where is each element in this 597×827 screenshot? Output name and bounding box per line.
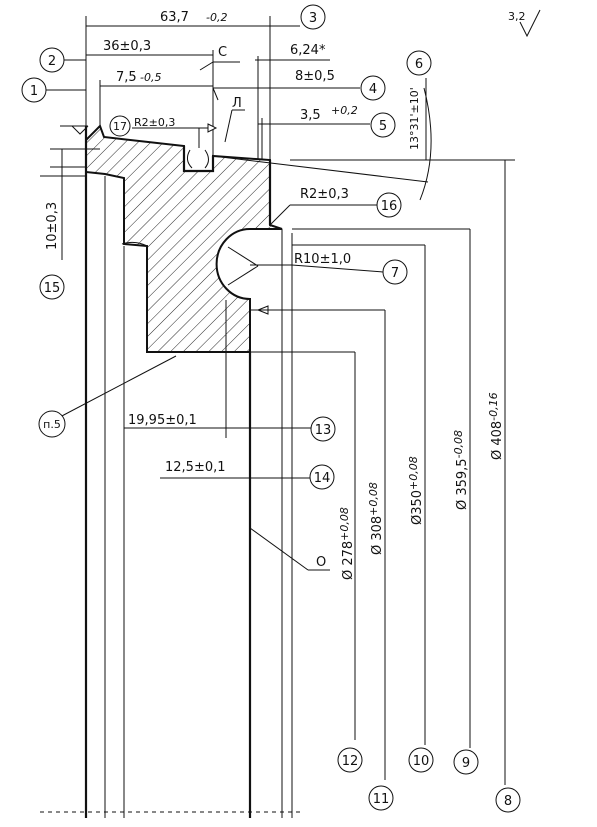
svg-text:5: 5 [379, 119, 387, 134]
dim-12-5: 12,5±0,1 [165, 460, 226, 475]
callout-6: 6 [406, 50, 432, 76]
callout-p5: п.5 [38, 410, 66, 438]
svg-text:7: 7 [391, 266, 399, 281]
dim-r2-side: R2±0,3 [300, 187, 349, 202]
svg-text:16: 16 [381, 199, 398, 214]
groove-arc-right [204, 149, 209, 169]
dim-dia-359-5: Ø 359,5-0,08 [452, 430, 470, 510]
letter-c: C [218, 45, 227, 60]
callout-5: 5 [370, 112, 396, 138]
dim-63-7: 63,7 [160, 10, 189, 25]
svg-text:13: 13 [315, 423, 332, 438]
callout-15: 15 [39, 274, 65, 300]
svg-text:п.5: п.5 [43, 418, 61, 431]
svg-text:17: 17 [113, 120, 127, 133]
angle-arc [419, 87, 432, 201]
callout-7: 7 [382, 259, 408, 285]
svg-text:11: 11 [373, 792, 390, 807]
dim-8: 8±0,5 [295, 69, 335, 84]
callout-1: 1 [21, 77, 47, 103]
dim-dia-278: Ø 278+0,08 [338, 507, 356, 580]
dim-36: 36±0,3 [103, 39, 151, 54]
svg-text:1: 1 [30, 84, 38, 99]
dim-3-5-tol: +0,2 [331, 104, 358, 117]
callout-11: 11 [368, 785, 394, 811]
bevel-step [121, 241, 148, 247]
dim-7-5: 7,5 [116, 70, 137, 85]
finish-mark-corner [519, 9, 541, 38]
svg-text:15: 15 [44, 281, 61, 296]
dim-dia-408: Ø 408-0,16 [487, 392, 505, 460]
letter-l: Л [232, 96, 242, 111]
callout-9: 9 [453, 749, 479, 775]
svg-text:4: 4 [369, 82, 377, 97]
callout-13: 13 [310, 416, 336, 442]
dim-dia-350: Ø350+0,08 [407, 456, 425, 525]
dim-dia-308: Ø 308+0,08 [367, 482, 385, 555]
groove-outline [182, 146, 215, 173]
svg-text:8: 8 [504, 794, 512, 809]
svg-text:12: 12 [342, 754, 359, 769]
taper-line [212, 155, 429, 183]
surface-finish-text: 3,2 [508, 10, 526, 23]
dim-7-5-tol: -0,5 [140, 71, 161, 84]
callout-2: 2 [39, 47, 65, 73]
dim-r10: R10±1,0 [294, 252, 351, 267]
dim-6-24: 6,24* [290, 43, 326, 58]
dim-63-7-tol: -0,2 [206, 11, 227, 24]
dim-r2-top: R2±0,3 [134, 116, 175, 129]
finish-mark-left [71, 125, 89, 135]
dim-19-95: 19,95±0,1 [128, 413, 197, 428]
callout-8: 8 [495, 787, 521, 813]
callout-14: 14 [309, 464, 335, 490]
letter-o: O [316, 555, 326, 570]
svg-text:6: 6 [415, 57, 423, 72]
svg-text:14: 14 [314, 471, 331, 486]
dim-10: 10±0,3 [45, 202, 60, 250]
callout-17: 17 [109, 115, 131, 137]
callout-3: 3 [300, 4, 326, 30]
svg-text:10: 10 [413, 754, 430, 769]
callout-4: 4 [360, 75, 386, 101]
callout-12: 12 [337, 747, 363, 773]
svg-text:3: 3 [309, 11, 317, 26]
dim-angle: 13°31'±10' [408, 87, 421, 150]
svg-text:9: 9 [462, 756, 470, 771]
callout-16: 16 [376, 192, 402, 218]
groove-arc-left [186, 149, 193, 169]
svg-text:2: 2 [48, 54, 56, 69]
dim-3-5: 3,5 [300, 108, 321, 123]
callout-10: 10 [408, 747, 434, 773]
